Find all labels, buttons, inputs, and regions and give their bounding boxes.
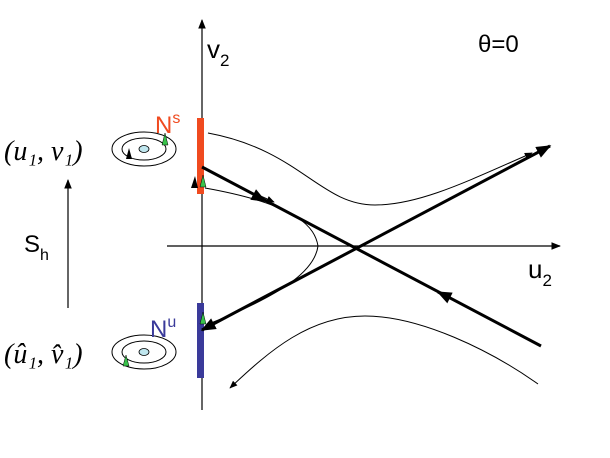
orbit-icon-top bbox=[111, 131, 177, 167]
lower-hyperbola bbox=[229, 315, 539, 389]
point-bottom-label: (û₁, v̂₁) bbox=[4, 339, 83, 370]
green-marker-top bbox=[199, 174, 207, 188]
green-marker-bottom bbox=[199, 311, 207, 325]
theta-label: θ=0 bbox=[478, 31, 519, 58]
stable-manifold bbox=[201, 165, 542, 348]
stable-flow-arrow-2 bbox=[436, 290, 453, 304]
n-stable-segment bbox=[197, 118, 204, 194]
unstable-manifold bbox=[200, 144, 552, 332]
inner-curve bbox=[204, 187, 319, 326]
point-top-label: (u₁, v₁) bbox=[4, 136, 83, 167]
v2-label: v2 bbox=[207, 34, 229, 70]
orbit-icon-bottom bbox=[111, 334, 177, 370]
n-unstable-segment bbox=[197, 303, 204, 378]
stable-flow-arrow-1 bbox=[250, 189, 267, 203]
black-marker bbox=[191, 176, 198, 188]
n-unstable-label: Nu bbox=[150, 314, 176, 343]
s-h-label: Sh bbox=[24, 231, 49, 264]
u2-label: u2 bbox=[528, 254, 552, 290]
n-stable-label: Ns bbox=[155, 110, 180, 139]
